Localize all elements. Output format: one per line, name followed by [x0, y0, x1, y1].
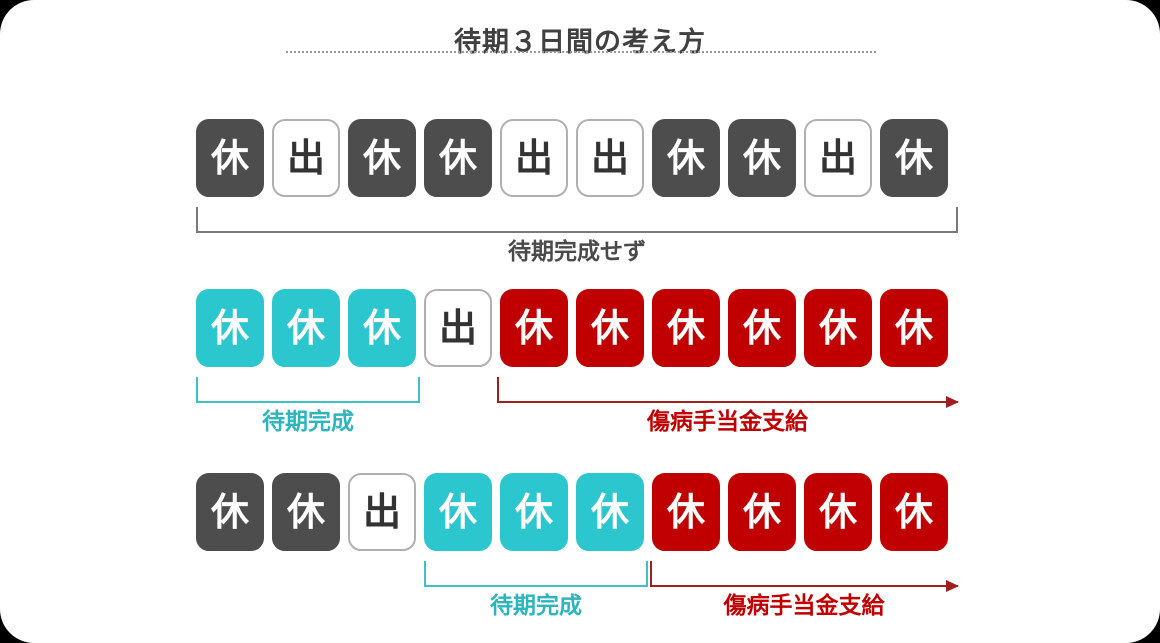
- day-tile-gray[interactable]: 休: [348, 119, 416, 197]
- bracket-waiting-completed: [196, 377, 420, 403]
- arrow-benefit-paid-caption: 傷病手当金支給: [647, 409, 808, 435]
- arrow-head-icon: [946, 396, 959, 408]
- day-tile-teal[interactable]: 休: [576, 473, 644, 551]
- day-tile-gray[interactable]: 休: [196, 473, 264, 551]
- bracket-waiting-completed-caption: 待期完成: [490, 593, 582, 619]
- day-tile-red[interactable]: 休: [804, 473, 872, 551]
- day-tile-gray[interactable]: 休: [652, 119, 720, 197]
- day-tile-white[interactable]: 出: [272, 119, 340, 197]
- day-tile-gray[interactable]: 休: [880, 119, 948, 197]
- day-tile-teal[interactable]: 休: [500, 473, 568, 551]
- day-tile-white[interactable]: 出: [576, 119, 644, 197]
- day-tile-teal[interactable]: 休: [424, 473, 492, 551]
- day-tile-gray[interactable]: 休: [424, 119, 492, 197]
- day-tile-red[interactable]: 休: [880, 473, 948, 551]
- day-tile-gray[interactable]: 休: [196, 119, 264, 197]
- bracket-not-completed: [196, 207, 958, 233]
- arrow-stem: [650, 585, 958, 587]
- day-tile-gray[interactable]: 休: [728, 119, 796, 197]
- day-tile-teal[interactable]: 休: [348, 289, 416, 367]
- day-tile-strip: 休出休休出出休休出休: [196, 119, 948, 197]
- bracket-waiting-completed: [424, 561, 648, 587]
- day-tile-white[interactable]: 出: [348, 473, 416, 551]
- day-tile-red[interactable]: 休: [804, 289, 872, 367]
- day-tile-red[interactable]: 休: [576, 289, 644, 367]
- title-block: 待期３日間の考え方: [0, 24, 1160, 62]
- day-tile-red[interactable]: 休: [652, 473, 720, 551]
- arrow-benefit-paid: [497, 377, 959, 408]
- day-tile-red[interactable]: 休: [880, 289, 948, 367]
- page-title: 待期３日間の考え方: [454, 27, 706, 58]
- arrow-start-tick: [497, 377, 499, 403]
- day-tile-strip: 休休出休休休休休休休: [196, 473, 948, 551]
- day-tile-teal[interactable]: 休: [196, 289, 264, 367]
- day-tile-gray[interactable]: 休: [272, 473, 340, 551]
- day-tile-teal[interactable]: 休: [272, 289, 340, 367]
- arrow-stem: [497, 401, 958, 403]
- bracket-waiting-completed-caption: 待期完成: [262, 409, 354, 435]
- day-tile-red[interactable]: 休: [500, 289, 568, 367]
- arrow-start-tick: [650, 561, 652, 587]
- day-tile-red[interactable]: 休: [652, 289, 720, 367]
- arrow-benefit-paid-caption: 傷病手当金支給: [723, 593, 885, 619]
- day-tile-white[interactable]: 出: [424, 289, 492, 367]
- day-tile-white[interactable]: 出: [500, 119, 568, 197]
- arrow-benefit-paid: [650, 561, 959, 592]
- day-tile-red[interactable]: 休: [728, 473, 796, 551]
- title-divider: [286, 51, 876, 53]
- bracket-not-completed-caption: 待期完成せず: [508, 239, 646, 265]
- arrow-head-icon: [946, 580, 959, 592]
- day-tile-red[interactable]: 休: [728, 289, 796, 367]
- day-tile-white[interactable]: 出: [804, 119, 872, 197]
- day-tile-strip: 休休休出休休休休休休: [196, 289, 948, 367]
